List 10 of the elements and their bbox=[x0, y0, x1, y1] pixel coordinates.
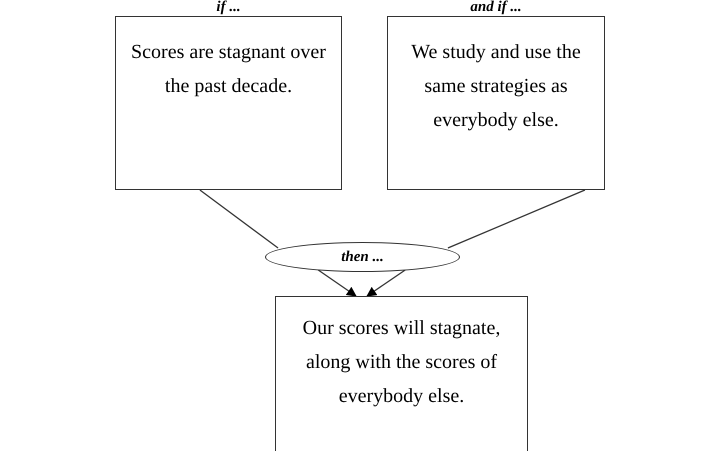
box-text: We study and use the same strategies as everybody else. bbox=[410, 40, 582, 133]
ellipse-label: then ... bbox=[341, 250, 384, 264]
connector-line bbox=[448, 189, 586, 249]
connector-line bbox=[366, 269, 406, 297]
box-heading: and if ... bbox=[470, 0, 522, 16]
box-text: Our scores will stagnate, along with the scores of everybody else. bbox=[302, 316, 502, 409]
box-heading: if ... bbox=[216, 0, 241, 16]
box-text: Scores are stagnant over the past decade. bbox=[130, 40, 327, 99]
connector-line bbox=[318, 269, 357, 297]
connector-line bbox=[200, 189, 278, 249]
